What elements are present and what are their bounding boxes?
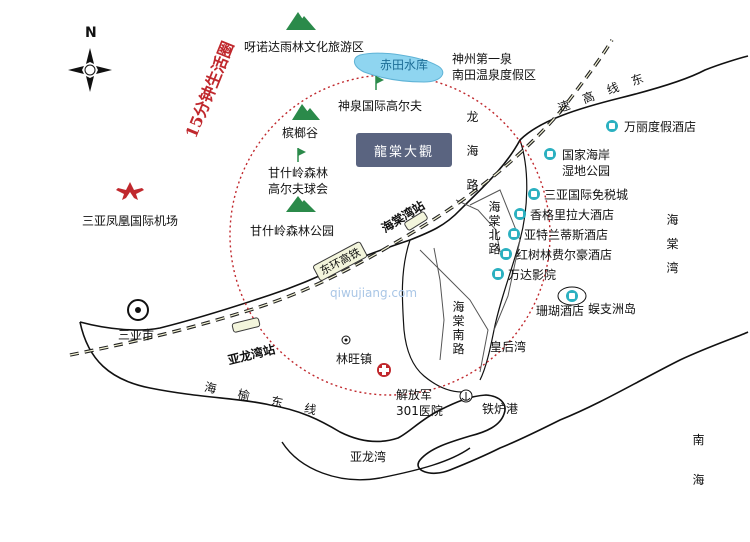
- highway-east-inner: [69, 39, 613, 356]
- label-chitian-reservoir: 赤田水库: [380, 58, 429, 72]
- label-wuzhizhou: 蜈支洲岛: [588, 302, 637, 316]
- poi-icon-shangrila: [514, 208, 526, 220]
- label-wanda: 万达影院: [508, 268, 557, 282]
- road-haitang: [419, 249, 489, 373]
- bay-shape: [281, 441, 471, 481]
- road-label-longhai: 龙海路: [466, 110, 479, 192]
- coastline-south: [79, 321, 749, 475]
- label-shenquan-golf: 神泉国际高尔夫: [338, 99, 423, 113]
- label-wanli-hotel: 万丽度假酒店: [624, 120, 697, 134]
- label-shanhu-hotel: 珊瑚酒店: [536, 304, 585, 318]
- hospital-icon: [377, 363, 391, 377]
- poi-icon-dutyfree: [528, 188, 540, 200]
- label-shenzhou-b: 南田温泉度假区: [452, 68, 537, 82]
- poi-icon-redtree: [500, 248, 512, 260]
- mountain-icon-binlang: [292, 104, 320, 120]
- coastline-east: [479, 139, 528, 381]
- label-linwang: 林旺镇: [336, 352, 373, 366]
- sea-label-south-sea: 南海: [692, 433, 705, 487]
- label-binlanggu: 槟榔谷: [282, 126, 319, 140]
- airport-icon: [116, 182, 144, 200]
- poi-icon-guojia: [544, 148, 556, 160]
- label-atlantis: 亚特兰蒂斯酒店: [524, 228, 609, 242]
- label-yanuoda: 呀诺达雨林文化旅游区: [244, 40, 365, 54]
- label-ganshiling-park: 甘什岭森林公园: [250, 224, 335, 238]
- port-anchor-icon: [459, 389, 473, 403]
- label-sanya-city: 三亚市: [118, 328, 155, 342]
- label-jiefangjun-b: 301医院: [396, 404, 443, 418]
- road-longhai: [455, 199, 501, 253]
- label-yalongwan: 亚龙湾: [350, 450, 387, 464]
- mountain-icon-yanuoda: [286, 12, 316, 30]
- label-jiefangjun-a: 解放军: [396, 388, 433, 402]
- project-logo: 龍棠大觀: [356, 133, 452, 167]
- life-circle: [229, 74, 551, 396]
- poi-icon-wanli: [606, 120, 618, 132]
- label-huanghouwan: 皇后湾: [490, 340, 527, 354]
- label-airport: 三亚凤凰国际机场: [82, 214, 179, 228]
- compass-north-label: N: [85, 25, 97, 41]
- label-shenzhou-a: 神州第一泉: [452, 52, 513, 66]
- label-ganshiling-golf-b: 高尔夫球会: [268, 182, 329, 196]
- reservoir: [354, 52, 444, 83]
- label-ganshiling-golf-a: 甘什岭森林: [268, 166, 329, 180]
- road-label-haitang-north: 海棠北路: [488, 200, 501, 256]
- road-haitang-2: [433, 247, 445, 361]
- label-guojia-park-b: 湿地公园: [562, 164, 611, 178]
- sea-label-haitangwan: 海棠湾: [666, 213, 679, 275]
- golf-flag-ganshiling: [297, 148, 306, 162]
- label-redtree: 红树林费尔豪酒店: [516, 248, 613, 262]
- road-label-haitang-south: 海棠南路: [452, 300, 465, 356]
- label-shangrila: 香格里拉大酒店: [530, 208, 615, 222]
- golf-flag-shenquan: [375, 76, 384, 90]
- label-tieluguang: 铁炉港: [482, 402, 519, 416]
- label-guojia-park-a: 国家海岸: [562, 148, 611, 162]
- mountain-icon-ganshiling: [286, 196, 316, 212]
- label-dutyfree: 三亚国际免税城: [544, 188, 629, 202]
- coastline: [79, 55, 749, 331]
- compass-rose: [68, 48, 112, 92]
- poi-icon-shanhu: [566, 290, 578, 302]
- watermark: qiwujiang.com: [330, 286, 418, 300]
- road-coast-east: [469, 189, 521, 331]
- coastline-inner: [401, 239, 463, 393]
- poi-icon-atlantis: [508, 228, 520, 240]
- poi-icon-wanda: [492, 268, 504, 280]
